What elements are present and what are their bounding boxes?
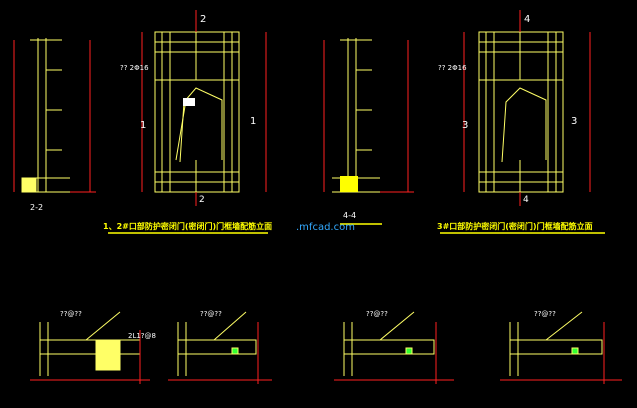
grid-label-bottom-r: 4 bbox=[523, 195, 529, 205]
grid-label-right-r: 3 bbox=[571, 116, 577, 127]
grid-label-top: 2 bbox=[200, 14, 206, 25]
rebar-annotation: ?? 2Φ16 bbox=[120, 64, 149, 72]
grid-label-top-r: 4 bbox=[524, 14, 530, 25]
grid-label-right: 1 bbox=[250, 116, 256, 127]
section-label-2-2: 2-2 bbox=[30, 203, 43, 212]
grid-label-left: 1 bbox=[140, 120, 146, 131]
title-right: 3#口部防护密闭门(密闭门)门框墙配筋立面 bbox=[437, 221, 593, 231]
detail-tag-1: ??@?? bbox=[60, 310, 82, 318]
rebar-annotation-r: ?? 2Φ16 bbox=[438, 64, 467, 72]
elevation-left-dims bbox=[141, 10, 267, 206]
section-2-2-dims bbox=[13, 40, 96, 193]
bottom-detail-4: ??@?? bbox=[500, 310, 622, 384]
annotation-mark bbox=[183, 98, 195, 106]
detail-tag-4: ??@?? bbox=[534, 310, 556, 318]
section-fill bbox=[340, 176, 358, 192]
section-label-4-4: 4-4 bbox=[343, 211, 356, 220]
elevation-frame-left bbox=[154, 31, 240, 193]
detail-tag-3: ??@?? bbox=[366, 310, 388, 318]
bottom-detail-2: ??@?? bbox=[168, 310, 272, 384]
grid-label-bottom: 2 bbox=[199, 195, 205, 205]
grid-label-left-r: 3 bbox=[462, 120, 468, 131]
title-left: 1、2#口部防护密闭门(密闭门)门框墙配筋立面 bbox=[103, 221, 272, 231]
elevation-frame-right bbox=[478, 31, 564, 193]
bottom-detail-1: ??@?? 2L1?@8 bbox=[30, 310, 156, 384]
elevation-right-dims bbox=[463, 10, 591, 206]
detail-tag-2: ??@?? bbox=[200, 310, 222, 318]
bottom-detail-3: ??@?? bbox=[334, 310, 454, 384]
section-2-2-detail bbox=[21, 38, 70, 193]
section-4-4-dims bbox=[323, 40, 414, 193]
detail-extra-tag: 2L1?@8 bbox=[128, 332, 156, 340]
watermark: .mfcad.com bbox=[296, 222, 355, 233]
